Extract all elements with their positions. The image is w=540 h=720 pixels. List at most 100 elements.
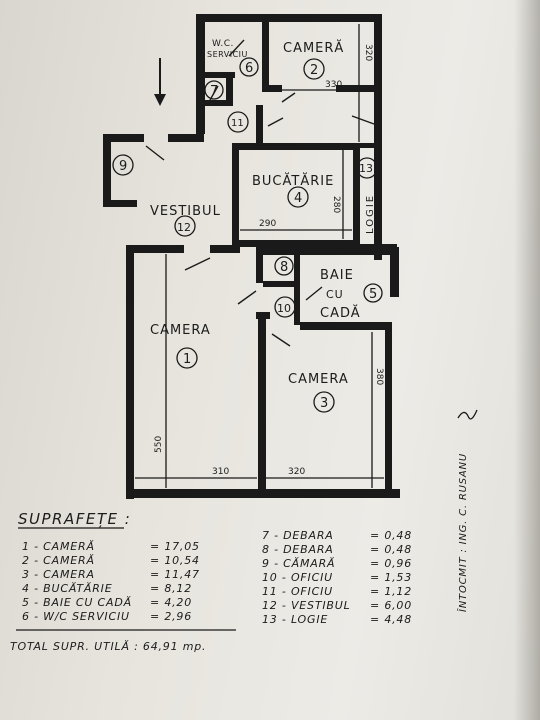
room-number: 13	[359, 162, 373, 175]
table-left-value: = 4,20	[150, 596, 192, 609]
wall-outer-left	[126, 245, 134, 499]
wall-bath-left	[294, 255, 300, 325]
table-left-value: = 10,54	[150, 554, 200, 567]
wall-logie-top	[353, 143, 381, 148]
table-right-label: 11 - OFICIU	[262, 585, 333, 598]
wall-debara7-right	[226, 78, 233, 100]
author-note: ÎNTOCMIT : ING. C. RUSANU	[456, 453, 469, 612]
wall-mid-left	[126, 245, 184, 253]
wall-outer-right-bath	[390, 247, 399, 297]
wall-oficiu10-bottom-left	[256, 312, 270, 319]
entrance-arrow-icon	[154, 58, 166, 106]
walls	[103, 14, 400, 499]
room-number: 6	[245, 61, 253, 76]
room-number-circle	[303, 58, 325, 80]
paper-shadow	[514, 0, 540, 720]
door-oficiu10	[237, 290, 257, 305]
wall-right-upper	[374, 14, 382, 260]
door-camera1	[184, 257, 211, 271]
room-number: 8	[280, 260, 288, 275]
wall-left-mid	[196, 92, 205, 134]
wall-camera-divider	[258, 318, 266, 498]
room-number-circle	[274, 256, 294, 276]
dim-camera2-height: 320	[363, 44, 373, 61]
table-right-value: = 1,12	[370, 585, 412, 598]
dimension-lines	[135, 24, 384, 488]
wc-label-line2: SERVICIU	[207, 50, 248, 59]
table-left-label: 6 - W/C SERVICIU	[22, 610, 130, 623]
wall-top	[196, 14, 382, 22]
baie-label-line2: CU	[326, 288, 344, 301]
door-oficiu11	[267, 117, 284, 127]
table-left-value: = 2,96	[150, 610, 192, 623]
table-left-label: 2 - CAMERĂ	[22, 554, 95, 567]
room-number-circle	[356, 157, 378, 179]
wall-outer-right-lower	[385, 330, 392, 498]
wall-wc-bottom	[205, 72, 235, 78]
door-wc	[228, 39, 245, 57]
wall-wc-camera2	[262, 22, 269, 90]
areas-table: SUPRAFEȚE : 1 - CAMERĂ = 17,05 2 - CAMER…	[10, 510, 412, 653]
door-logie	[351, 115, 375, 125]
wall-camara-top	[103, 134, 144, 142]
room-number: 12	[177, 221, 191, 234]
wall-mid-right	[256, 247, 396, 255]
wc-label-line1: W.C.	[212, 39, 234, 49]
room-number: 7	[210, 84, 218, 99]
table-left-label: 3 - CAMERA	[22, 568, 95, 581]
baie-label-line1: BAIE	[320, 268, 354, 283]
room-number-circle	[274, 296, 296, 318]
table-right-value: = 1,53	[370, 571, 412, 584]
total-area: TOTAL SUPR. UTILĂ : 64,91 mp.	[10, 640, 206, 653]
table-right-label: 12 - VESTIBUL	[262, 599, 351, 612]
wall-oficiu11-right	[256, 105, 263, 145]
dim-camera2-width: 330	[325, 80, 342, 90]
room-number: 4	[294, 191, 302, 206]
table-right-value: = 0,96	[370, 557, 412, 570]
wall-debara8-bottom	[263, 281, 295, 287]
room-number-circle	[287, 186, 309, 208]
table-left-value: = 11,47	[150, 568, 200, 581]
doors	[145, 39, 375, 347]
table-left-label: 1 - CAMERĂ	[22, 540, 95, 553]
table-right-value: = 4,48	[370, 613, 412, 626]
door-camera2	[281, 92, 296, 103]
door-camera3	[271, 333, 291, 347]
wall-oficiu11-top	[205, 100, 233, 106]
camera3-label: CAMERA	[288, 372, 349, 387]
camera1-label: CAMERA	[150, 323, 211, 338]
room-number: 3	[320, 396, 328, 411]
room-number-circle	[239, 57, 259, 77]
wall-debara8-left	[256, 247, 263, 283]
table-left-value: = 17,05	[150, 540, 200, 553]
room-number-circle	[176, 347, 198, 369]
logie-label: LOGIE	[365, 194, 376, 234]
room-number-circle	[363, 283, 383, 303]
dim-camera1-width: 310	[212, 467, 229, 477]
wall-vestibul-top	[168, 134, 204, 142]
room-number: 11	[231, 118, 244, 129]
table-right-value: = 0,48	[370, 543, 412, 556]
room-number: 9	[119, 159, 127, 174]
table-right-label: 13 - LOGIE	[262, 613, 328, 626]
wall-bath-bottom	[300, 322, 392, 330]
dim-camera1-height: 550	[154, 436, 164, 453]
wall-camara-left	[103, 134, 111, 206]
wall-camara-bottom	[103, 200, 137, 207]
table-left-label: 5 - BAIE CU CADĂ	[22, 596, 132, 609]
room-number: 5	[369, 287, 377, 302]
wall-camera2-bottom-right	[336, 85, 374, 92]
wall-kitchen-top	[232, 143, 360, 150]
wall-kitchen-bottom	[239, 240, 353, 247]
vestibul-label: VESTIBUL	[150, 204, 221, 219]
table-right-label: 10 - OFICIU	[262, 571, 333, 584]
table-left-value: = 8,12	[150, 582, 192, 595]
dim-camera3-height: 380	[374, 368, 384, 385]
wall-wc-left	[196, 14, 205, 92]
room-number: 10	[277, 302, 291, 315]
bucatarie-label: BUCĂTĂRIE	[252, 173, 334, 189]
table-heading: SUPRAFEȚE :	[18, 510, 131, 528]
dim-camera3-width: 320	[288, 467, 305, 477]
table-right-label: 8 - DEBARA	[262, 543, 334, 556]
